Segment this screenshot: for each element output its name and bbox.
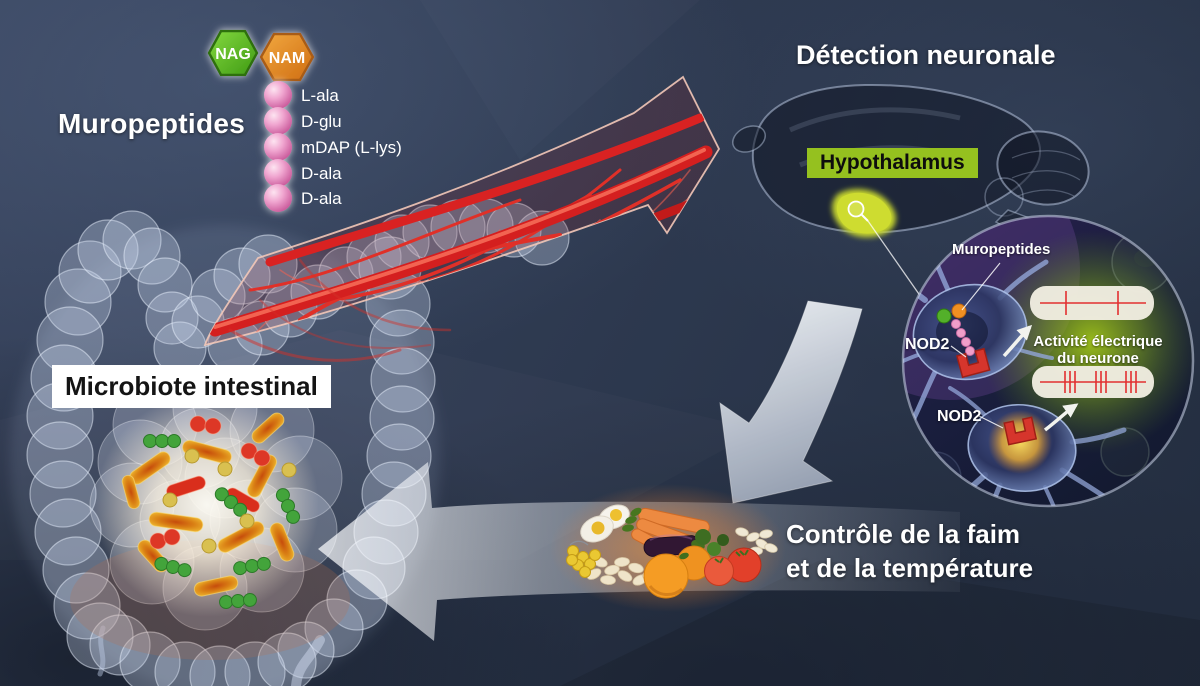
nag-hexagon-icon xyxy=(207,29,259,77)
magnifier-icon xyxy=(847,200,869,222)
nag-label: NAG xyxy=(215,46,251,63)
low-activity-arrow-icon xyxy=(1002,324,1033,358)
muropeptide-molecule-icon xyxy=(936,303,975,356)
sensing-neuron xyxy=(903,240,1054,433)
neuronal-detection-heading: Détection neuronale xyxy=(796,40,1056,70)
residue-label: D-glu xyxy=(301,112,342,131)
yellow-grapes xyxy=(566,540,601,578)
cerebellum xyxy=(996,130,1090,206)
caption-line-2: et de la température xyxy=(786,553,1034,583)
activity-trace-high xyxy=(1032,366,1154,398)
oranges xyxy=(643,545,712,599)
nam-label: NAM xyxy=(269,50,305,67)
neuron-inset xyxy=(901,214,1195,508)
activity-line-2: du neurone xyxy=(1057,350,1139,367)
vessel-spill xyxy=(228,258,452,362)
cerebellum-folds xyxy=(1011,150,1081,197)
hunger-temperature-caption: Contrôle de la faim et de la température xyxy=(786,517,1033,585)
nam-hexagon-icon xyxy=(259,32,315,82)
caption-line-1: Contrôle de la faim xyxy=(786,519,1021,549)
appendix xyxy=(97,625,106,677)
inset-content xyxy=(903,216,1193,506)
nod2-label-bottom: NOD2 xyxy=(937,408,982,425)
green-cocci-bacteria xyxy=(143,434,301,610)
gut-microbiota-label: Microbiote intestinal xyxy=(52,365,331,408)
hypothalamus-label: Hypothalamus xyxy=(807,148,978,178)
residue-label: mDAP (L-lys) xyxy=(301,138,402,157)
activity-line-1: Activité électrique xyxy=(1033,333,1163,350)
yellow-cocci-bacteria xyxy=(162,448,297,554)
residue-label: D-ala xyxy=(301,189,342,208)
muropeptide-structure: NAG NAM L-ala D-glu mDAP (L-lys) D-ala D… xyxy=(207,29,402,212)
gut-bacteria xyxy=(121,412,301,610)
rectum xyxy=(291,635,325,686)
inset-leader-line xyxy=(867,220,922,298)
orange-rod-bacteria xyxy=(121,412,295,597)
inset-ring xyxy=(901,214,1195,508)
sugar-hexagons xyxy=(207,29,315,82)
olfactory-bulb xyxy=(732,125,766,153)
red-cocci-bacteria xyxy=(149,415,271,550)
peptide-chain xyxy=(264,81,292,212)
brain-to-food-arrow-icon xyxy=(719,300,863,504)
green-vegetables xyxy=(695,529,729,556)
green-activity-glow xyxy=(980,230,1193,454)
food-cluster xyxy=(550,484,786,612)
residue-label: D-ala xyxy=(301,164,342,183)
muropeptides-title: Muropeptides xyxy=(58,108,246,139)
nod2-label-top: NOD2 xyxy=(905,336,950,353)
residue-label: L-ala xyxy=(301,86,339,105)
inset-muropeptides-label: Muropeptides xyxy=(952,241,1051,258)
inset-label-lines xyxy=(950,262,1004,429)
activity-trace-low xyxy=(1030,286,1154,320)
high-activity-arrow-icon xyxy=(1043,403,1079,432)
boiled-eggs xyxy=(580,504,630,543)
blood-vessel-arrow-icon xyxy=(203,75,721,362)
activated-neuron xyxy=(922,386,1127,506)
tomatoes xyxy=(704,547,762,586)
electrical-activity-caption: Activité électrique du neurone xyxy=(1032,333,1164,367)
